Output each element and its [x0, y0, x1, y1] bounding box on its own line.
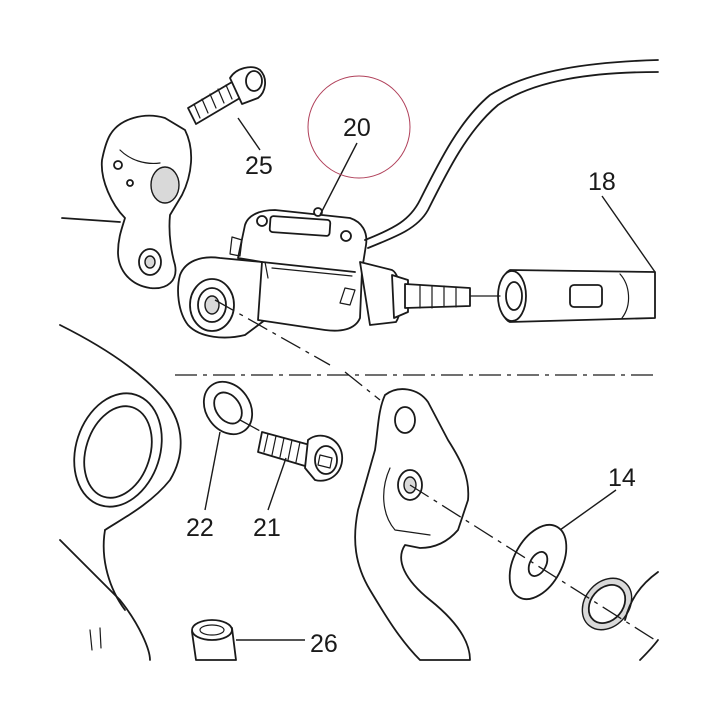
assembly-axis-lines: [175, 299, 658, 641]
callout-18: 18: [588, 168, 616, 196]
frame-casing: [59, 324, 182, 661]
callout-21: 21: [253, 514, 281, 542]
bolt-25: [187, 66, 266, 125]
highlight-circle-20: [307, 75, 411, 179]
bolt-21: [257, 431, 343, 482]
pushrod-18: [469, 269, 656, 323]
washer-22: [202, 380, 254, 436]
partial-fastener-right: [624, 571, 659, 661]
callout-20: 20: [343, 114, 371, 142]
callout-25: 25: [245, 152, 273, 180]
washer-14: [508, 524, 568, 600]
reservoir-hose: [364, 59, 659, 249]
callout-14: 14: [608, 464, 636, 492]
master-cylinder-20: [177, 207, 471, 339]
callout-26: 26: [310, 630, 338, 658]
callout-leaders: [204, 117, 656, 641]
callout-22: 22: [186, 514, 214, 542]
pedal-link-clamp: [61, 114, 193, 290]
fitting-26: [191, 619, 237, 661]
brake-pedal-plate: [354, 388, 471, 661]
